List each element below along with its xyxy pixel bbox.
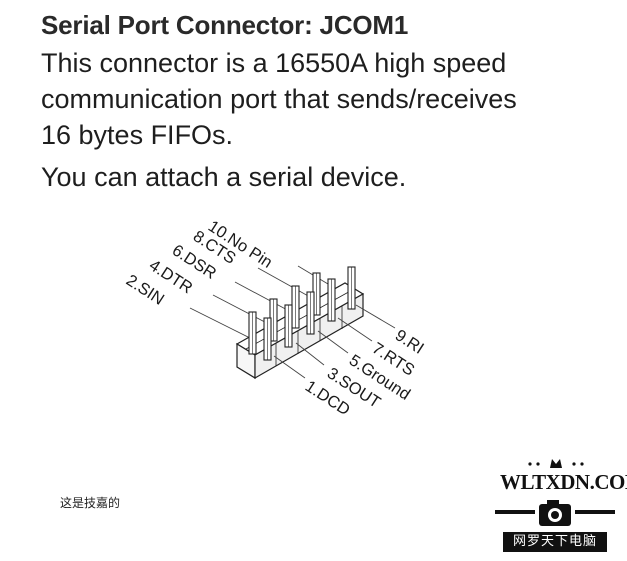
jcom1-pin-diagram: 10.No Pin 8.CTS 6.DSR 4.DTR 2.SIN [123, 217, 427, 419]
logo-text: WLTXDN.COM [500, 470, 627, 494]
description-line-2: communication port that sends/receives [41, 84, 517, 114]
pin-6 [291, 285, 300, 329]
pin-2 [248, 311, 257, 355]
pin-9 [347, 266, 356, 310]
pin-5 [306, 291, 315, 335]
description-line-1: This connector is a 16550A high speed [41, 48, 507, 78]
bottom-leader-lines [273, 304, 396, 379]
description-line-4: You can attach a serial device. [41, 162, 407, 192]
section-title: Serial Port Connector: JCOM1 [41, 10, 409, 40]
logo-subtext: 网罗天下电脑 [503, 532, 607, 552]
crown-icon [528, 459, 584, 468]
description-line-3: 16 bytes FIFOs. [41, 120, 234, 150]
pin-7 [327, 278, 336, 322]
camera-icon [495, 500, 615, 526]
caption-text: 这是技嘉的 [60, 496, 121, 510]
top-pin-labels: 10.No Pin 8.CTS 6.DSR 4.DTR 2.SIN [123, 217, 276, 309]
header-pins [248, 266, 356, 361]
pin-1 [263, 317, 272, 361]
pin-3 [284, 304, 293, 348]
